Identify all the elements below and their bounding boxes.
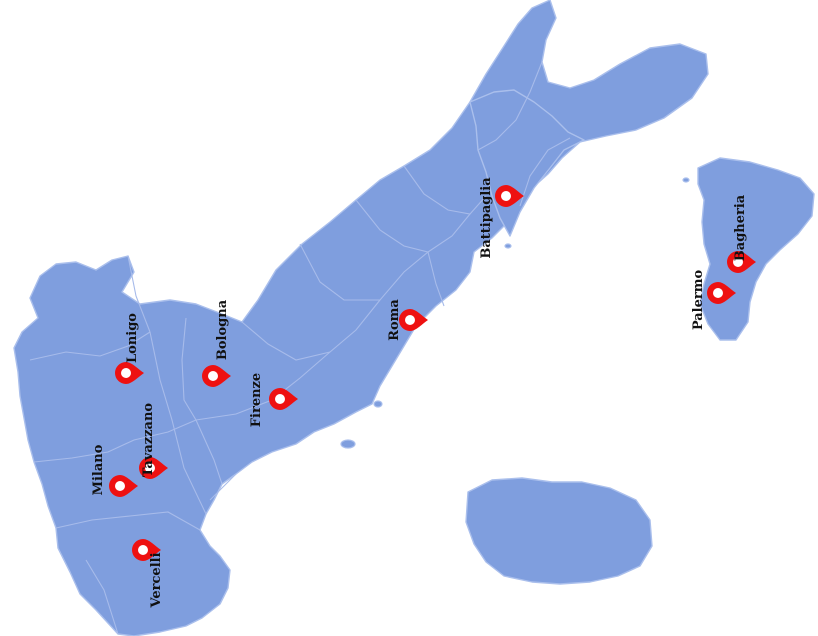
region-borders [29, 61, 571, 635]
island-small-2 [504, 243, 512, 249]
map-pin-icon[interactable] [202, 365, 231, 387]
map-pin-icon[interactable] [269, 388, 298, 410]
map-pin-icon[interactable] [109, 475, 138, 497]
island-elba [340, 439, 356, 449]
map-pin-icon[interactable] [727, 251, 756, 273]
city-label-bagheria: Bagheria [733, 194, 748, 261]
map-pin-icon[interactable] [495, 185, 524, 207]
city-label-palermo: Palermo [691, 270, 706, 331]
island-small-3 [682, 177, 690, 183]
city-label-firenze: Firenze [249, 373, 264, 427]
sardinia-region [465, 477, 653, 585]
sicily-region [697, 157, 815, 341]
city-label-roma: Roma [387, 299, 402, 341]
city-label-battipaglia: Battipaglia [479, 177, 494, 259]
map-pin-icon[interactable] [399, 309, 428, 331]
city-label-lonigo: Lonigo [125, 313, 140, 363]
island-small-1 [373, 400, 383, 408]
city-labels: Vercelli Milano Tavazzano Lonigo BolognaFire… [91, 177, 748, 609]
map-pin-icon[interactable] [132, 539, 161, 561]
map-pin-icon[interactable] [707, 282, 736, 304]
city-label-vercelli: Vercelli [149, 552, 164, 608]
city-markers [109, 185, 756, 561]
map-pin-icon[interactable] [115, 362, 144, 384]
city-label-milano: Milano [91, 444, 106, 495]
city-label-tavazzano: Tavazzano [141, 403, 156, 477]
map-pin-icon[interactable] [139, 457, 168, 479]
city-label-bologna: Bologna [215, 299, 230, 360]
